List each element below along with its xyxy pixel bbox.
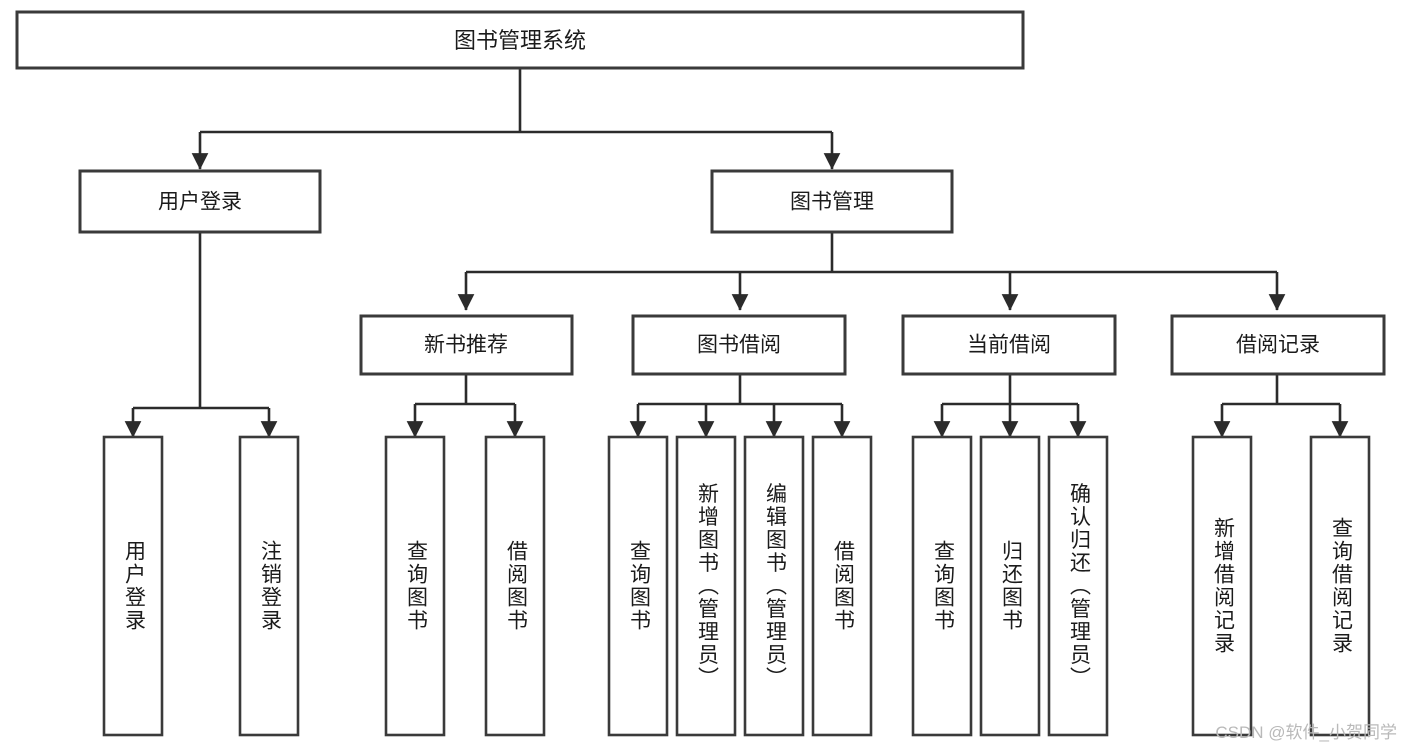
- leaf-current-1-box[interactable]: [911, 435, 973, 737]
- leaf-borrow-4[interactable]: 借阅图书: [811, 435, 873, 737]
- node-new-book-recommend[interactable]: 新书推荐: [359, 314, 574, 376]
- node-user-login-box[interactable]: [78, 169, 322, 234]
- leaf-current-3-label: 确认归还（管理员）: [1067, 483, 1091, 690]
- node-current-borrow-box[interactable]: [901, 314, 1117, 376]
- edge-layer: [124, 68, 1349, 438]
- leaf-records-2-label: 查询借阅记录: [1329, 517, 1353, 655]
- leaf-borrow-2-box[interactable]: [675, 435, 737, 737]
- leaf-user-login-1-box[interactable]: [102, 435, 164, 737]
- leaf-borrow-3-label: 编辑图书（管理员）: [763, 483, 787, 690]
- leaf-current-2-box[interactable]: [979, 435, 1041, 737]
- node-user-login-label: 用户登录: [158, 191, 242, 214]
- leaf-new-book-2-label: 借阅图书: [504, 540, 528, 632]
- leaf-new-book-1-label: 查询图书: [404, 540, 428, 632]
- node-new-book-recommend-label: 新书推荐: [424, 334, 508, 357]
- leaf-records-1[interactable]: 新增借阅记录: [1191, 435, 1253, 737]
- node-book-management-box[interactable]: [710, 169, 954, 234]
- node-book-borrow-label: 图书借阅: [697, 334, 781, 357]
- leaf-current-1-label: 查询图书: [931, 540, 955, 632]
- node-root[interactable]: 图书管理系统: [15, 10, 1025, 70]
- leaf-new-book-2-box[interactable]: [484, 435, 546, 737]
- node-current-borrow-label: 当前借阅: [967, 334, 1051, 357]
- node-borrow-records-label: 借阅记录: [1236, 334, 1320, 357]
- leaf-new-book-1-box[interactable]: [384, 435, 446, 737]
- leaf-borrow-1-box[interactable]: [607, 435, 669, 737]
- leaf-borrow-1[interactable]: 查询图书: [607, 435, 669, 737]
- leaf-user-login-2[interactable]: 注销登录: [238, 435, 300, 737]
- node-root-box[interactable]: [15, 10, 1025, 70]
- node-new-book-recommend-box[interactable]: [359, 314, 574, 376]
- leaf-records-1-label: 新增借阅记录: [1211, 517, 1235, 655]
- node-book-borrow-box[interactable]: [631, 314, 847, 376]
- node-book-management-label: 图书管理: [790, 191, 874, 214]
- leaf-records-1-box[interactable]: [1191, 435, 1253, 737]
- leaf-borrow-2[interactable]: 新增图书（管理员）: [675, 435, 737, 737]
- leaf-borrow-3[interactable]: 编辑图书（管理员）: [743, 435, 805, 737]
- leaf-borrow-1-label: 查询图书: [627, 540, 651, 632]
- leaf-new-book-1[interactable]: 查询图书: [384, 435, 446, 737]
- leaf-current-2-label: 归还图书: [999, 540, 1023, 632]
- leaf-user-login-2-box[interactable]: [238, 435, 300, 737]
- leaf-records-2[interactable]: 查询借阅记录: [1309, 435, 1371, 737]
- node-borrow-records-box[interactable]: [1170, 314, 1386, 376]
- leaf-borrow-3-box[interactable]: [743, 435, 805, 737]
- leaf-user-login-1-label: 用户登录: [122, 540, 146, 632]
- leaf-records-2-box[interactable]: [1309, 435, 1371, 737]
- leaf-current-3[interactable]: 确认归还（管理员）: [1047, 435, 1109, 737]
- leaf-current-2[interactable]: 归还图书: [979, 435, 1041, 737]
- leaf-new-book-2[interactable]: 借阅图书: [484, 435, 546, 737]
- node-root-label: 图书管理系统: [454, 28, 586, 53]
- leaf-user-login-2-label: 注销登录: [258, 540, 282, 632]
- csdn-watermark: CSDN @软件_小贺同学: [1215, 723, 1397, 742]
- node-user-login[interactable]: 用户登录: [78, 169, 322, 234]
- leaf-borrow-4-box[interactable]: [811, 435, 873, 737]
- leaf-borrow-4-label: 借阅图书: [831, 540, 855, 632]
- node-book-management[interactable]: 图书管理: [710, 169, 954, 234]
- leaf-current-1[interactable]: 查询图书: [911, 435, 973, 737]
- node-current-borrow[interactable]: 当前借阅: [901, 314, 1117, 376]
- leaf-borrow-2-label: 新增图书（管理员）: [695, 483, 719, 690]
- leaf-user-login-1[interactable]: 用户登录: [102, 435, 164, 737]
- leaf-current-3-box[interactable]: [1047, 435, 1109, 737]
- node-borrow-records[interactable]: 借阅记录: [1170, 314, 1386, 376]
- node-book-borrow[interactable]: 图书借阅: [631, 314, 847, 376]
